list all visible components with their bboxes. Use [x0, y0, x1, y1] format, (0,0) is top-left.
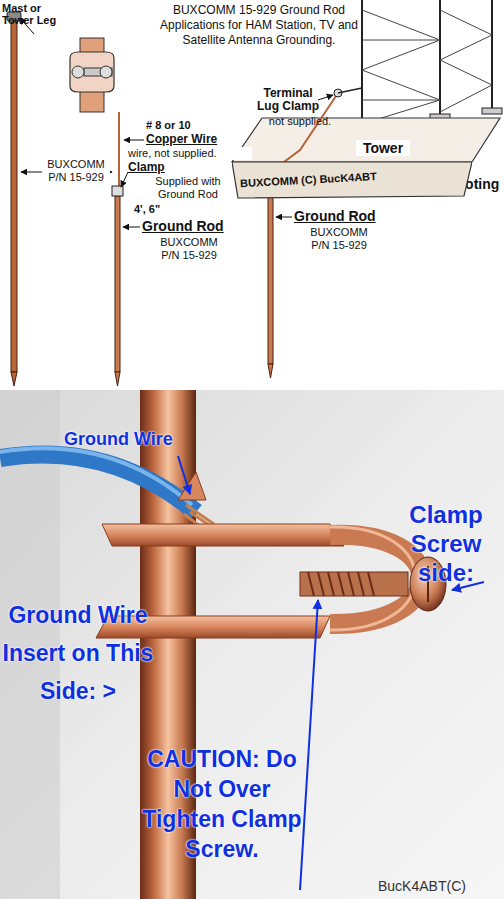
caution-note: CAUTION: Do Not Over Tighten Clamp Screw… [142, 744, 302, 864]
leader-lines-part [178, 456, 190, 494]
center-ground-rod-part [115, 196, 120, 372]
right-ground-rod-part [268, 188, 273, 364]
clamp-detail-part [100, 66, 112, 78]
center-ground-rod-part [112, 186, 123, 196]
note-text: wire, not supplied. [128, 147, 252, 160]
note-text: not supplied. [258, 115, 342, 128]
center-ground-rod-part [118, 112, 120, 190]
callout-text: # 8 or 10 [146, 119, 216, 132]
part-number: BUXCOMM P/N 15-929 [300, 226, 378, 252]
mast-rod-part [11, 372, 17, 386]
callout-text: Ground Rod [294, 208, 394, 224]
tower-part [491, 0, 493, 112]
photo-callout: Clamp Screw side: [390, 500, 502, 587]
center-ground-rod-part [121, 172, 128, 187]
note-text: Supplied with Ground Rod [138, 175, 238, 201]
right-ground-rod-part [268, 364, 273, 378]
part-number: BUXCOMM P/N 15-929 [150, 236, 228, 262]
right-ground-rod [265, 88, 448, 378]
right-ground-rod-part [318, 95, 333, 100]
callout-text: Ground Rod [142, 218, 242, 234]
clamp-detail [70, 38, 114, 112]
photo-part [102, 524, 344, 546]
photo [0, 390, 504, 899]
callout-text: Clamp [128, 160, 188, 174]
photo-part [300, 572, 408, 596]
mast-rod-part [11, 22, 17, 372]
center-ground-rod-part [123, 227, 140, 228]
footing-slab: BUXCOMM (C) BucK4ABT [232, 160, 472, 200]
photo-part [0, 390, 504, 899]
diagram-title: BUXCOMM 15-929 Ground Rod Applications f… [146, 3, 372, 48]
center-ground-rod-part [115, 372, 120, 386]
tower [352, 0, 502, 126]
part-label: Mast or Tower Leg [2, 2, 62, 26]
right-ground-rod-part [338, 88, 362, 93]
mast-rod [7, 12, 34, 386]
photo-part [308, 572, 374, 596]
tower-part [482, 108, 502, 114]
part-number: BUXCOMM P/N 15-929 [42, 158, 110, 184]
tower-part [362, 10, 440, 124]
leader-lines-part [300, 600, 318, 890]
right-ground-rod-part [276, 217, 292, 218]
callout-text: Copper Wire [146, 132, 246, 146]
clamp-detail-part [72, 66, 84, 78]
tower-part [440, 10, 492, 112]
node-shape [232, 162, 472, 198]
photo-callout: Ground Wire Insert on This Side: > [2, 596, 154, 710]
part-label: Tower [356, 140, 410, 156]
clamp-detail-part [70, 52, 114, 92]
photo-part [0, 448, 192, 505]
photo-part [178, 472, 206, 500]
tower-part [362, 40, 440, 41]
watermark: BucK4ABT(C) [378, 878, 502, 894]
center-ground-rod-part [124, 140, 144, 141]
dimension: 4', 6" [134, 203, 184, 216]
tower-part [361, 0, 363, 124]
callout-text: Terminal Lug Clamp [252, 87, 324, 113]
photo-callout: Ground Wire [64, 429, 214, 450]
tower-part [362, 100, 440, 101]
